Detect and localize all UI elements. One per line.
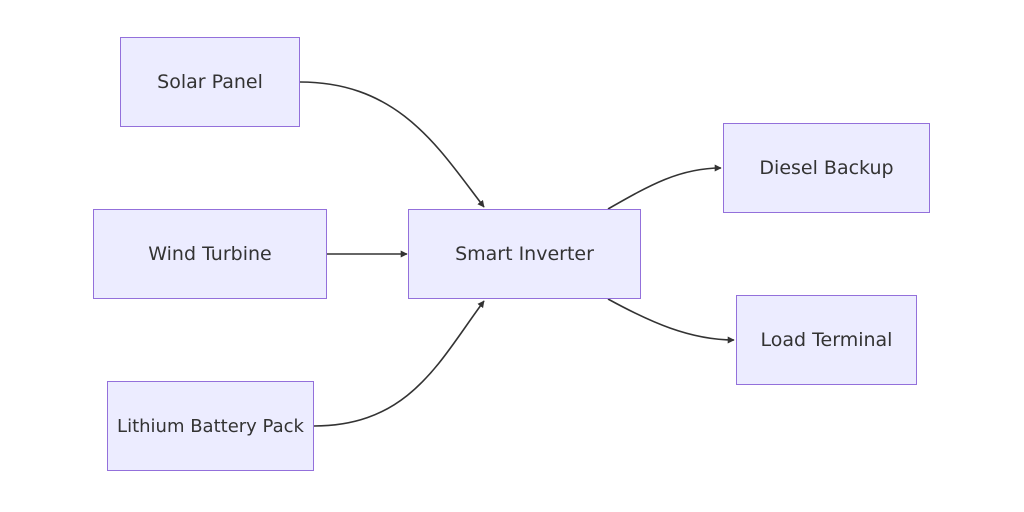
edge-inverter-to-diesel	[607, 164, 722, 210]
node-wind-turbine-label: Wind Turbine	[148, 243, 272, 265]
node-diesel-backup-label: Diesel Backup	[759, 157, 894, 179]
node-smart-inverter: Smart Inverter	[408, 209, 641, 299]
node-lithium-battery-pack-label: Lithium Battery Pack	[117, 415, 304, 437]
node-solar-panel-label: Solar Panel	[157, 71, 263, 93]
edge-inverter-to-load	[607, 298, 735, 344]
node-diesel-backup: Diesel Backup	[723, 123, 930, 213]
node-load-terminal-label: Load Terminal	[760, 329, 893, 351]
node-load-terminal: Load Terminal	[736, 295, 917, 385]
node-lithium-battery-pack: Lithium Battery Pack	[107, 381, 314, 471]
node-wind-turbine: Wind Turbine	[93, 209, 327, 299]
node-solar-panel: Solar Panel	[120, 37, 300, 127]
node-smart-inverter-label: Smart Inverter	[455, 243, 594, 265]
edge-battery-to-inverter	[313, 300, 485, 427]
edge-solar-to-inverter	[299, 81, 485, 208]
